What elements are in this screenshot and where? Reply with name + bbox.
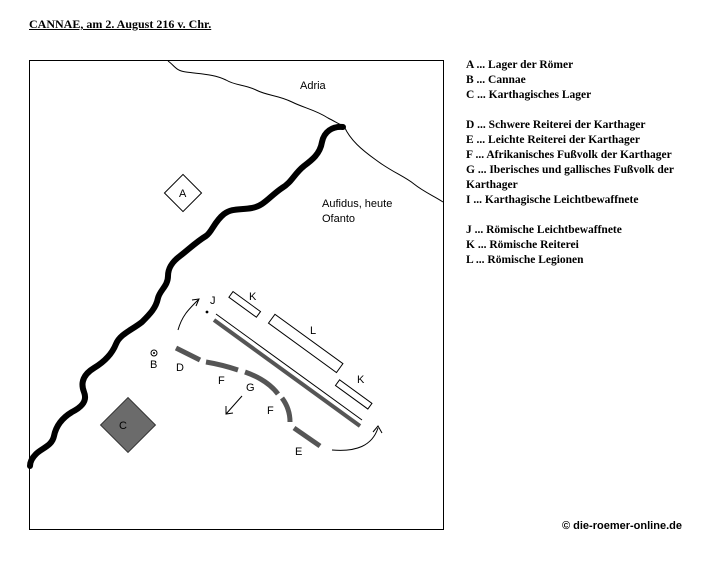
legend-item: G ... Iberisches und gallisches Fußvolk … [466,164,674,191]
map-frame [29,60,444,530]
iberian-gallic-infantry [244,369,280,396]
label-l: L [310,325,316,337]
heavy-cavalry-carthage [174,345,202,363]
legend-item: I ... Karthagische Leichtbewaffnete [466,194,639,206]
light-cavalry-carthage [292,425,322,449]
african-infantry-right [279,396,293,423]
label-k2: K [357,374,365,386]
copyright-notice: © die-roemer-online.de [562,520,682,532]
label-k1: K [249,291,257,303]
legend-group-rome: J ... Römische Leichtbewaffnete K ... Rö… [466,223,702,268]
label-e: E [295,446,302,458]
arrow-g-head [225,406,234,415]
label-j: J [210,295,216,307]
legend-item: L ... Römische Legionen [466,254,584,266]
roman-front-line-1 [215,313,363,421]
arrow-j-curve [177,299,199,331]
roman-cavalry-left [228,290,262,318]
legend-item: J ... Römische Leichtbewaffnete [466,224,622,236]
arrow-e-head [372,425,383,434]
arrow-j-head [191,298,200,307]
legend-item: E ... Leichte Reiterei der Karthager [466,134,640,146]
roman-camp [163,173,203,213]
label-f2: F [267,405,274,417]
carthaginian-camp [99,396,157,454]
cannae-dot [153,352,155,354]
legend-group-locations: A ... Lager der Römer B ... Cannae C ...… [466,58,702,103]
arrow-e-curve [331,427,379,451]
river-label-1: Aufidus, heute [322,198,392,210]
legend-item: B ... Cannae [466,74,526,86]
roman-cavalry-right [334,379,373,410]
legend-item: K ... Römische Reiterei [466,239,579,251]
coastline [167,60,444,203]
roman-legions [267,313,344,374]
label-d: D [176,362,184,374]
river-label-2: Ofanto [322,213,355,225]
legend-item: A ... Lager der Römer [466,59,574,71]
roman-light-troops [205,310,209,314]
legend-item: F ... Afrikanisches Fußvolk der Karthage… [466,149,672,161]
label-b: B [150,359,157,371]
label-f1: F [218,375,225,387]
map-title: CANNAE, am 2. August 216 v. Chr. [29,17,212,31]
arrow-g-line [225,395,243,415]
african-infantry-left [205,359,239,373]
label-g: G [246,382,255,394]
legend-item: D ... Schwere Reiterei der Karthager [466,119,646,131]
map-legend: A ... Lager der Römer B ... Cannae C ...… [466,58,702,283]
label-a: A [179,188,187,200]
river-aufidus [27,123,346,469]
label-c: C [119,420,127,432]
sea-label: Adria [300,80,327,92]
legend-group-carthage: D ... Schwere Reiterei der Karthager E .… [466,118,702,208]
roman-front-line-2 [212,318,362,428]
cannae-symbol [150,349,158,357]
legend-item: C ... Karthagisches Lager [466,89,592,101]
